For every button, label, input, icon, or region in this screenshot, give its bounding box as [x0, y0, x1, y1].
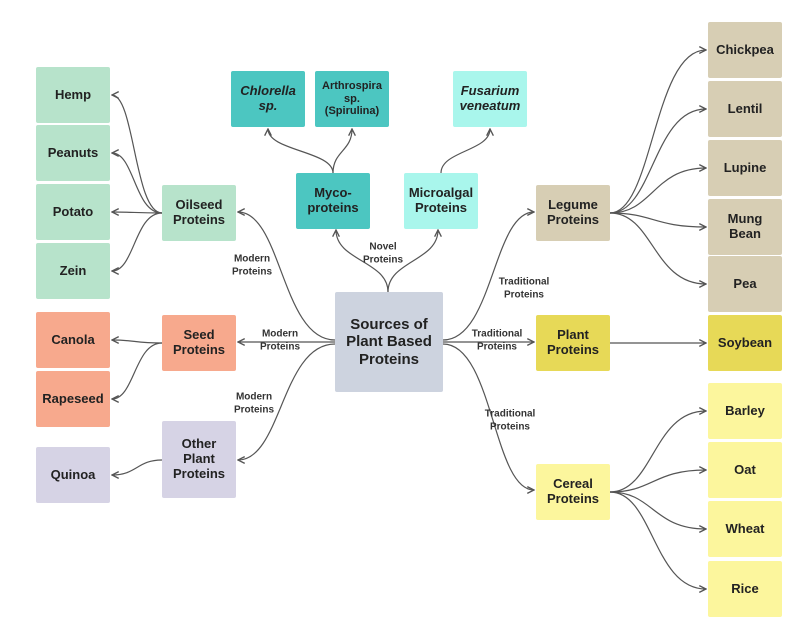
arrow-legume-lentil — [609, 109, 706, 214]
arrow-myco-chlorella — [268, 129, 334, 174]
node-oilseed: Oilseed Proteins — [162, 185, 236, 241]
arrow-seed-canola — [112, 340, 163, 343]
edge-label-trad-legume: Traditional Proteins — [498, 276, 550, 301]
node-legume: Legume Proteins — [536, 185, 610, 241]
arrow-microalgal-fusarium — [440, 129, 490, 174]
node-rapeseed: Rapeseed — [36, 371, 110, 427]
node-canola: Canola — [36, 312, 110, 368]
arrow-myco-arthrospira — [332, 129, 352, 174]
arrow-oilseed-peanuts — [112, 153, 163, 214]
edge-label-modern-other: Modern Proteins — [233, 391, 275, 416]
node-peanuts: Peanuts — [36, 125, 110, 181]
arrow-oilseed-hemp — [112, 95, 163, 214]
edge-label-modern-oilseed: Modern Proteins — [231, 253, 273, 278]
node-microalgal: Microalgal Proteins — [404, 173, 478, 229]
arrow-legume-chickpea — [609, 50, 706, 214]
node-mung: Mung Bean — [708, 199, 782, 255]
node-pea: Pea — [708, 256, 782, 312]
arrow-cereal-oat — [609, 470, 706, 493]
edge-label-novel: Novel Proteins — [362, 241, 404, 266]
arrow-center-other — [238, 343, 336, 460]
arrow-cereal-wheat — [609, 491, 706, 529]
node-lupine: Lupine — [708, 140, 782, 196]
edge-label-trad-plant: Traditional Proteins — [471, 328, 523, 353]
node-hemp: Hemp — [36, 67, 110, 123]
node-seed: Seed Proteins — [162, 315, 236, 371]
arrow-legume-lupine — [609, 168, 706, 214]
arrow-center-oilseed — [238, 212, 336, 341]
arrow-center-microalgal — [387, 230, 438, 293]
node-myco: Myco- proteins — [296, 173, 370, 229]
node-lentil: Lentil — [708, 81, 782, 137]
arrow-cereal-rice — [609, 491, 706, 589]
arrow-legume-pea — [609, 212, 706, 284]
arrow-oilseed-potato — [112, 212, 163, 213]
edge-label-modern-seed: Modern Proteins — [259, 328, 301, 353]
arrow-cereal-barley — [609, 411, 706, 493]
arrow-oilseed-zein — [112, 212, 163, 271]
node-chickpea: Chickpea — [708, 22, 782, 78]
arrow-legume-mung — [609, 212, 706, 227]
node-oat: Oat — [708, 442, 782, 498]
node-quinoa: Quinoa — [36, 447, 110, 503]
node-rice: Rice — [708, 561, 782, 617]
node-arthrospira: Arthrospira sp. (Spirulina) — [315, 71, 389, 127]
node-soybean: Soybean — [708, 315, 782, 371]
arrow-center-legume — [442, 212, 534, 341]
node-plant: Plant Proteins — [536, 315, 610, 371]
arrow-other-quinoa — [112, 459, 163, 475]
node-wheat: Wheat — [708, 501, 782, 557]
node-other: Other Plant Proteins — [162, 421, 236, 498]
node-chlorella: Chlorella sp. — [231, 71, 305, 127]
arrow-center-myco — [336, 230, 389, 293]
node-fusarium: Fusarium veneatum — [453, 71, 527, 127]
arrow-center-cereal — [442, 343, 534, 490]
node-potato: Potato — [36, 184, 110, 240]
node-barley: Barley — [708, 383, 782, 439]
arrow-seed-rapeseed — [112, 342, 163, 399]
node-cereal: Cereal Proteins — [536, 464, 610, 520]
node-zein: Zein — [36, 243, 110, 299]
node-center: Sources of Plant Based Proteins — [335, 292, 443, 392]
edge-label-trad-cereal: Traditional Proteins — [484, 408, 536, 433]
